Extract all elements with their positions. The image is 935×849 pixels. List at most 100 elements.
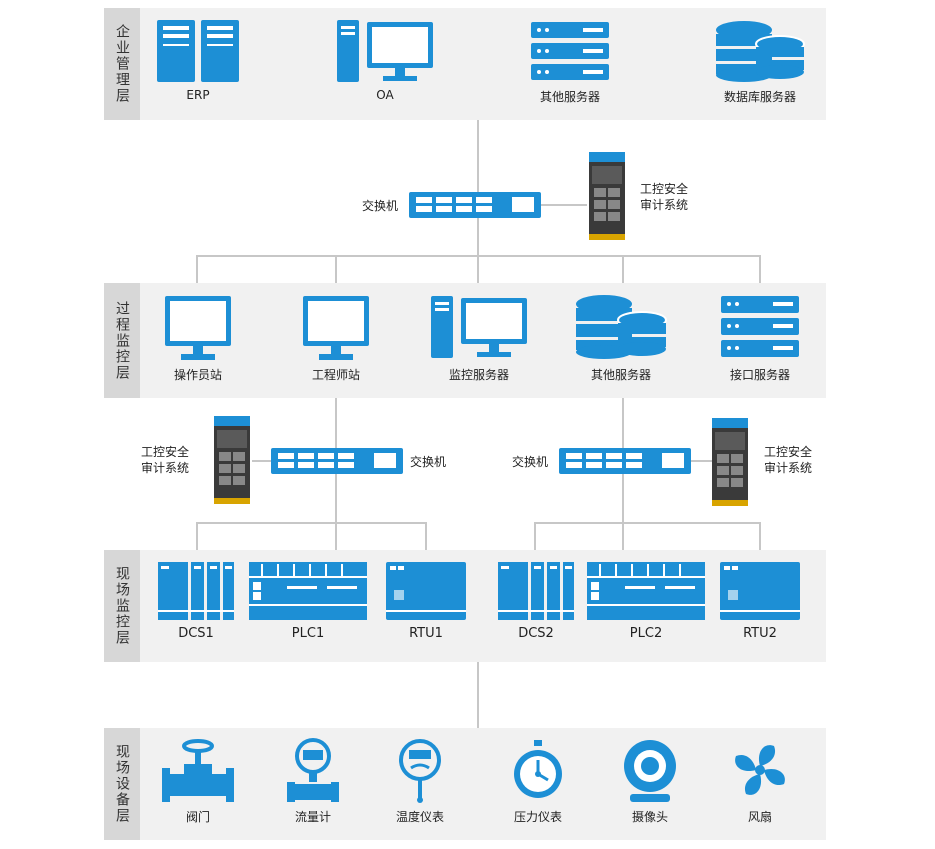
db-server-label: 数据库服务器	[723, 90, 796, 104]
audit-label-left: 工控安全 审计系统	[141, 444, 189, 476]
engineer-station-label: 工程师站	[311, 368, 360, 382]
process-bus-line	[196, 255, 760, 257]
fan-icon	[735, 745, 785, 795]
camera-node: 摄像头	[602, 738, 698, 825]
audit-label-left-line1: 工控安全	[141, 445, 190, 459]
rtu2-label: RTU2	[743, 626, 777, 641]
network-switch-icon	[271, 448, 403, 474]
dcs-controller-icon	[498, 562, 574, 620]
db-server-node: 数据库服务器	[705, 18, 815, 105]
operator-station-node: 操作员站	[150, 292, 246, 383]
database-icon	[716, 21, 805, 82]
dcs1-node: DCS1	[152, 560, 240, 641]
webcam-icon	[624, 740, 676, 802]
valve-node: 阀门	[150, 738, 246, 825]
valve-label: 阀门	[185, 810, 210, 824]
plc-controller-icon	[249, 562, 367, 620]
pressure-gauge-label: 压力仪表	[513, 810, 562, 824]
plc1-label: PLC1	[291, 626, 325, 641]
process-layer-label: 过程监控层	[104, 283, 140, 398]
oa-label: OA	[376, 88, 394, 102]
field-drop-dcs2	[534, 522, 536, 550]
dcs2-node: DCS2	[492, 560, 580, 641]
plc-controller-icon	[587, 562, 705, 620]
field-drop-rtu2	[759, 522, 761, 550]
field-bus-right	[534, 522, 760, 524]
interface-server-node: 接口服务器	[712, 292, 808, 383]
monitor-server-label: 监控服务器	[448, 368, 509, 382]
monitor-icon	[303, 296, 369, 360]
fan-node: 风扇	[712, 738, 808, 825]
rtu2-node: RTU2	[716, 560, 804, 641]
rack-server-icon	[721, 296, 799, 357]
field-drop-rtu1	[425, 522, 427, 550]
workstation-icon	[337, 20, 433, 82]
erp-node: ERP	[150, 18, 246, 102]
rtu1-node: RTU1	[382, 560, 470, 641]
field-monitor-layer-label: 现场监控层	[104, 550, 140, 662]
flowmeter-label: 流量计	[294, 810, 331, 824]
audit-device-icon	[589, 152, 625, 240]
audit-link-left	[252, 460, 272, 462]
field-drop-dcs1	[196, 522, 198, 550]
pressure-gauge-node: 压力仪表	[490, 738, 586, 825]
dcs-controller-icon	[158, 562, 234, 620]
rack-server-icon	[531, 22, 609, 80]
switch-label-left: 交换机	[410, 455, 447, 469]
audit-label-right-line1: 工控安全	[764, 445, 813, 459]
interface-server-label: 接口服务器	[729, 368, 790, 382]
field-bus-left	[196, 522, 426, 524]
flowmeter-node: 流量计	[265, 738, 361, 825]
audit-label-top-line1: 工控安全	[640, 182, 689, 196]
other-server-label-mid: 其他服务器	[590, 368, 651, 382]
thermometer-node: 温度仪表	[372, 738, 468, 825]
erp-label: ERP	[186, 88, 210, 102]
rtu-controller-icon	[386, 562, 466, 620]
plc2-node: PLC2	[582, 560, 710, 641]
audit-link-top	[541, 204, 587, 206]
audit-device-icon	[214, 416, 250, 504]
erp-server-icon	[157, 20, 239, 82]
database-icon	[576, 295, 667, 359]
network-switch-icon	[559, 448, 691, 474]
operator-station-label: 操作员站	[173, 368, 222, 382]
workstation-icon	[431, 296, 527, 358]
pressure-gauge-icon	[514, 740, 562, 798]
rtu-controller-icon	[720, 562, 800, 620]
audit-label-top: 工控安全 审计系统	[640, 181, 688, 213]
audit-label-right: 工控安全 审计系统	[764, 444, 812, 476]
drop-engineer	[335, 255, 337, 283]
rtu1-label: RTU1	[409, 626, 443, 641]
dcs2-label: DCS2	[518, 626, 554, 641]
fan-label: 风扇	[747, 810, 772, 824]
audit-label-left-line2: 审计系统	[141, 461, 190, 475]
thermometer-label: 温度仪表	[395, 810, 444, 824]
camera-label: 摄像头	[631, 810, 668, 824]
monitor-icon	[165, 296, 231, 360]
other-server-label-top: 其他服务器	[539, 90, 600, 104]
drop-operator	[196, 255, 198, 283]
audit-label-top-line2: 审计系统	[640, 198, 689, 212]
audit-device-icon	[712, 418, 748, 506]
plc1-node: PLC1	[244, 560, 372, 641]
switch-label-top: 交换机	[362, 199, 399, 213]
enterprise-layer-label: 企业管理层	[104, 8, 140, 120]
drop-other-server	[622, 255, 624, 283]
oa-node: OA	[330, 18, 440, 102]
audit-label-right-line2: 审计系统	[764, 461, 813, 475]
other-server-node-mid: 其他服务器	[566, 292, 676, 383]
engineer-station-node: 工程师站	[288, 292, 384, 383]
drop-interface	[759, 255, 761, 283]
flowmeter-icon	[287, 738, 339, 802]
switch-label-right: 交换机	[512, 455, 549, 469]
dcs1-label: DCS1	[178, 626, 214, 641]
plc2-label: PLC2	[629, 626, 663, 641]
thermometer-gauge-icon	[399, 739, 441, 803]
field-device-layer-label: 现场设备层	[104, 728, 140, 840]
other-server-node-top: 其他服务器	[522, 18, 618, 105]
trunk-line-device	[477, 662, 479, 728]
network-switch-icon	[409, 192, 541, 218]
audit-link-right	[688, 460, 712, 462]
valve-icon	[162, 739, 234, 802]
monitor-server-node: 监控服务器	[424, 292, 534, 383]
